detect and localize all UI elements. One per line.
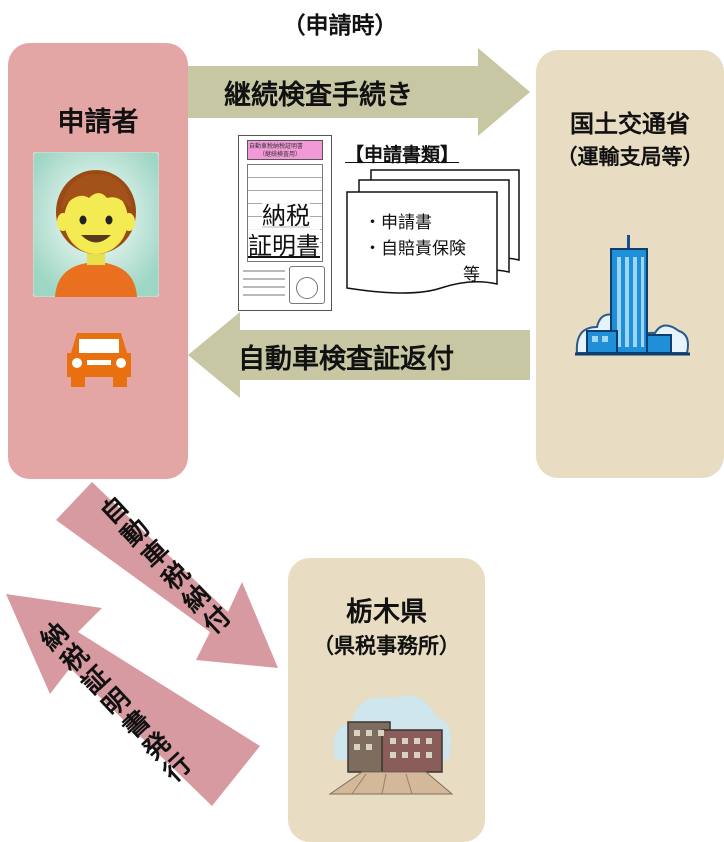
applicant-title: 申請者 <box>57 107 139 138</box>
return-certificate-label: 自動車検査証返付 <box>238 344 454 375</box>
documents-heading: 【申請書類】 <box>345 144 460 166</box>
document-item-application: ・申請書 <box>364 213 432 233</box>
office-building-icon <box>575 235 690 357</box>
certificate-line2: 証明書 <box>248 226 320 261</box>
person-avatar-icon <box>32 151 160 298</box>
return-certificate-arrow <box>188 312 530 398</box>
ministry-subtitle: （運輸支局等） <box>556 145 704 169</box>
certificate-header-line1: 自動車税納税証明書 <box>249 143 304 150</box>
prefecture-subtitle: （県税事務所） <box>313 634 460 658</box>
procedure-label: 継続検査手続き <box>224 80 413 111</box>
tax-payment-arrow <box>56 482 278 668</box>
car-icon <box>63 325 135 389</box>
documents-stack-icon <box>346 169 520 294</box>
timing-label: （申請時） <box>282 13 398 39</box>
certificate-header-line2: （継続検査用） <box>259 151 302 158</box>
document-item-insurance: ・自賠責保険 <box>364 239 466 259</box>
tax-certificate-document: 自動車税納税証明書 （継続検査用） <box>238 135 332 311</box>
certificate-issue-arrow <box>6 594 260 806</box>
certificate-line1: 納税 <box>262 196 310 231</box>
prefecture-title: 栃木県 <box>346 597 427 628</box>
prefectural-office-icon <box>326 682 456 797</box>
ministry-title: 国土交通省 <box>570 110 690 138</box>
procedure-arrow <box>188 48 530 136</box>
document-item-etc: 等 <box>463 265 480 285</box>
